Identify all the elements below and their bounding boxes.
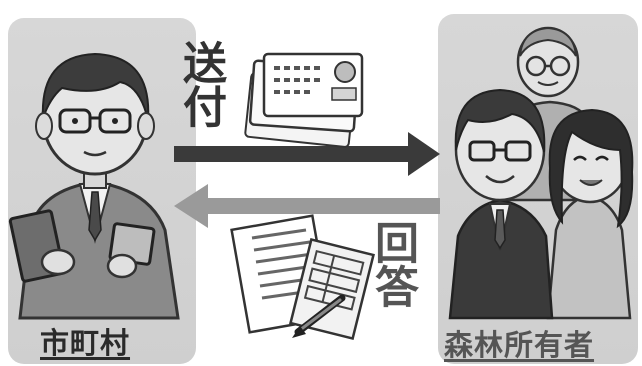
- send-arrow: [174, 132, 440, 176]
- young-man-figure: [448, 88, 554, 320]
- reply-arrow: [174, 184, 440, 228]
- official-figure: [8, 52, 180, 320]
- woman-figure: [546, 108, 634, 320]
- reply-documents-icon: [230, 214, 375, 340]
- send-label: 送付: [175, 40, 226, 128]
- pen-icon: [292, 294, 346, 338]
- survey-form-icon: [244, 52, 364, 148]
- reply-label: 回答: [367, 220, 418, 308]
- forest-owners-caption: 森林所有者: [444, 328, 595, 362]
- municipality-caption: 市町村: [40, 326, 131, 360]
